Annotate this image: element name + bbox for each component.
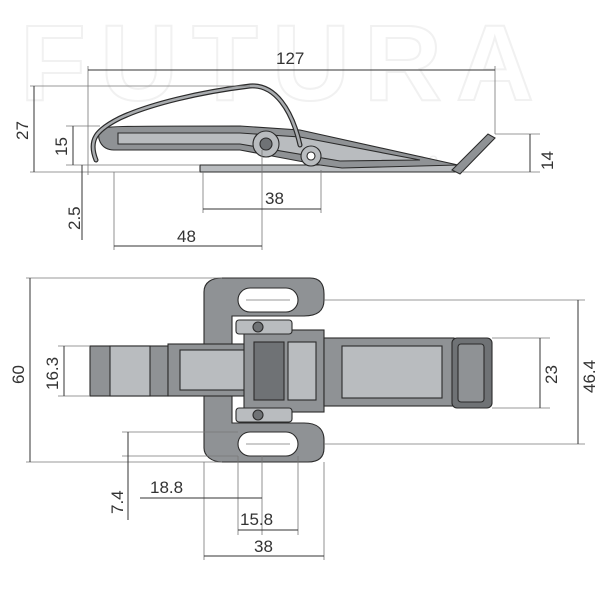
dim-plate-thickness: 2.5 xyxy=(65,206,84,230)
top-dimension-lines xyxy=(29,278,579,557)
dim-overall-length: 127 xyxy=(276,49,304,68)
top-hinge-tab-highlight xyxy=(109,345,151,397)
dim-total-width: 60 xyxy=(9,365,28,384)
dim-mount-span: 46.4 xyxy=(580,360,599,393)
side-dimension-lines xyxy=(33,69,531,247)
top-pin-lower-head xyxy=(252,409,264,421)
dim-side-height: 27 xyxy=(13,121,32,140)
side-hook xyxy=(451,133,496,175)
dim-slot-offset: 7.4 xyxy=(108,490,127,514)
dim-slot-width: 15.8 xyxy=(240,510,273,529)
top-body-highlight xyxy=(341,345,443,399)
dim-lever-height: 15 xyxy=(52,137,71,156)
top-extension-lines xyxy=(26,277,585,560)
dim-slot-center: 18.8 xyxy=(150,478,183,497)
side-wire-loop-inner xyxy=(91,84,302,162)
side-view xyxy=(90,83,496,175)
dim-side-pivot-distance: 38 xyxy=(265,189,284,208)
top-hook-end-face xyxy=(457,343,485,403)
top-view xyxy=(89,277,493,463)
side-rivet-hole xyxy=(306,151,316,161)
dim-body-width: 23 xyxy=(542,365,561,384)
top-pin-lower xyxy=(235,407,293,423)
top-pivot-knuckle xyxy=(253,341,285,401)
side-extension-lines xyxy=(30,66,540,250)
dim-hinge-width: 16.3 xyxy=(43,357,62,390)
dim-side-base-length: 48 xyxy=(177,227,196,246)
top-pin-upper-head xyxy=(252,321,264,333)
watermark-logo: FUTURA xyxy=(20,2,548,123)
dim-bracket-width: 38 xyxy=(254,537,273,556)
dim-hook-height: 14 xyxy=(538,151,557,170)
top-pin-upper xyxy=(235,319,293,335)
top-pivot-knuckle-right xyxy=(287,341,317,401)
side-pivot-knob-center xyxy=(259,137,273,151)
